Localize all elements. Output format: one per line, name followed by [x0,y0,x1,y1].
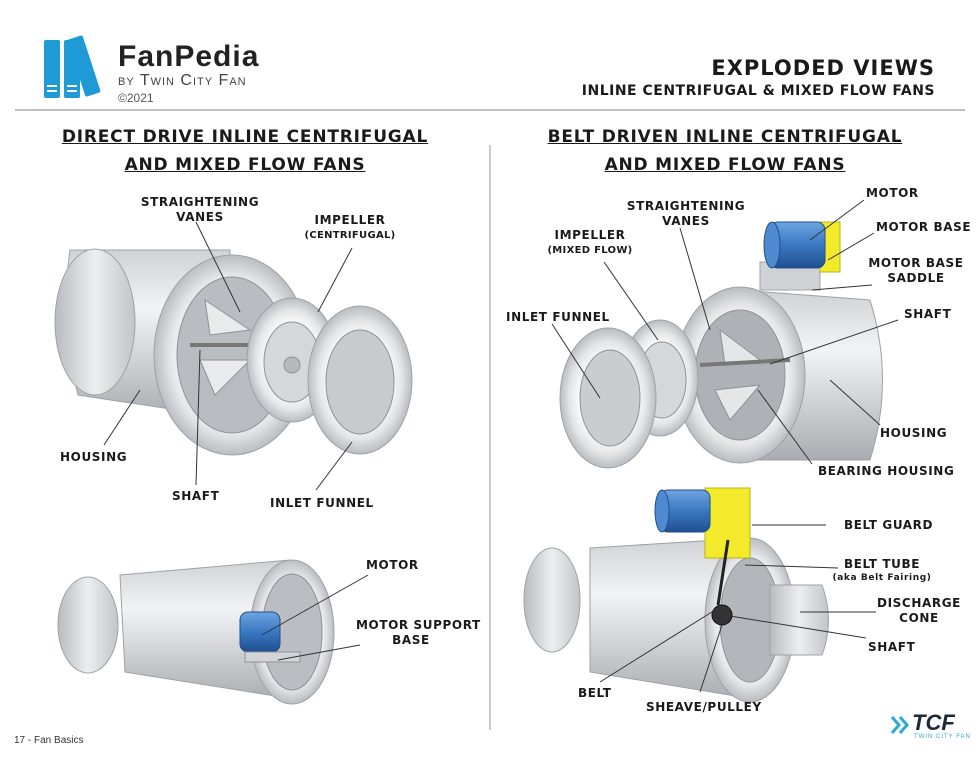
label-bearing-housing: BEARING HOUSING [818,464,955,478]
page-footer: 17 - Fan Basics [14,735,84,746]
page-title: EXPLODED VIEWS [711,56,935,80]
label-line: VANES [176,210,224,224]
left-title-line2: AND MIXED FLOW FANS [124,155,366,175]
tcf-chevron-icon [890,716,909,734]
label-impeller-left: IMPELLER (CENTRIFUGAL) [300,213,400,243]
page-subtitle: INLINE CENTRIFUGAL & MIXED FLOW FANS [581,83,935,99]
label-housing-right: HOUSING [880,426,948,440]
tcf-brand-sub: TWIN CITY FAN [914,734,971,740]
right-section-title: BELT DRIVEN INLINE CENTRIFUGAL AND MIXED… [520,123,930,179]
direct-drive-exploded-fan [54,248,413,456]
logo-copyright: ©2021 [118,91,154,105]
label-line: STRAIGHTENING [626,199,746,213]
label-inlet-funnel-left: INLET FUNNEL [270,496,374,510]
logo-title: FanPedia [118,40,260,73]
label-straightening-vanes-left: STRAIGHTENING VANES [140,195,260,225]
label-belt-tube: BELT TUBE (aka Belt Fairing) [830,557,934,584]
belt-driven-exploded-fan [559,221,883,469]
label-shaft-right-2: SHAFT [868,640,916,654]
label-impeller-right: IMPELLER (MIXED FLOW) [540,228,640,258]
label-belt: BELT [578,686,612,700]
label-line: IMPELLER [314,213,386,227]
label-inlet-funnel-right: INLET FUNNEL [506,310,610,324]
right-title-line1: BELT DRIVEN INLINE CENTRIFUGAL [547,127,903,147]
label-motor-base: MOTOR BASE [876,220,972,234]
label-motor-left: MOTOR [366,558,419,572]
tcf-brand: TCF [912,710,955,735]
label-line: MOTOR SUPPORT [356,618,481,632]
label-straightening-vanes-right: STRAIGHTENING VANES [626,199,746,229]
label-note: (CENTRIFUGAL) [304,230,396,241]
right-title-line2: AND MIXED FLOW FANS [604,155,846,175]
label-line: BELT TUBE [843,557,921,571]
label-shaft-left: SHAFT [172,489,220,503]
label-line: SADDLE [887,271,945,285]
label-motor-right: MOTOR [866,186,919,200]
logo-subtitle: by Twin City Fan [118,72,247,89]
label-line: VANES [662,214,710,228]
belt-driven-assembled-fan [523,487,829,703]
label-line: DISCHARGE [877,596,961,610]
label-sheave-pulley: SHEAVE/PULLEY [646,700,762,714]
label-line: STRAIGHTENING [140,195,260,209]
label-line: IMPELLER [554,228,626,242]
label-line: BASE [392,633,430,647]
label-note: (aka Belt Fairing) [832,573,932,583]
label-discharge-cone: DISCHARGE CONE [874,596,964,626]
left-title-line1: DIRECT DRIVE INLINE CENTRIFUGAL [61,127,429,147]
leader-lines [103,199,899,693]
label-motor-support-base: MOTOR SUPPORT BASE [356,618,481,648]
label-line: CONE [899,611,939,625]
label-line: MOTOR BASE [868,256,964,270]
label-belt-guard: BELT GUARD [844,518,934,532]
label-note: (MIXED FLOW) [547,245,633,256]
label-housing-left: HOUSING [60,450,128,464]
direct-drive-assembled-fan [57,559,335,705]
label-shaft-right: SHAFT [904,307,952,321]
fanpedia-book-icon [44,35,101,98]
label-motor-base-saddle: MOTOR BASE SADDLE [866,256,966,286]
left-section-title: DIRECT DRIVE INLINE CENTRIFUGAL AND MIXE… [40,123,450,179]
